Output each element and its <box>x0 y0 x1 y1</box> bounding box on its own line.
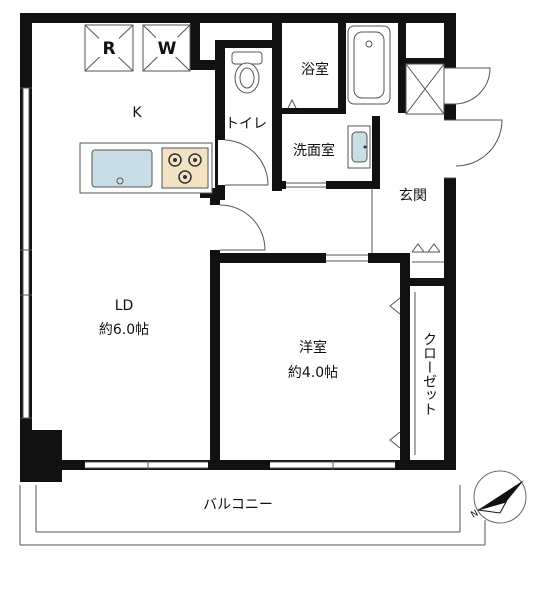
western-room-size: 約4.0帖 <box>288 365 338 381</box>
bath-door-mark <box>287 98 297 109</box>
kitchen-counter <box>79 142 213 194</box>
closet <box>389 292 416 455</box>
refrigerator-label: R <box>102 39 115 59</box>
bathroom-label: 浴室 <box>301 61 329 78</box>
compass-icon: N <box>470 470 527 524</box>
south-windows <box>85 460 395 470</box>
interior-walls <box>190 13 444 470</box>
bathtub-icon <box>347 25 391 105</box>
toilet-icon <box>231 51 263 94</box>
corridor-door <box>210 204 266 251</box>
wash-basin-icon <box>347 125 371 169</box>
washroom-label: 洗面室 <box>293 142 335 159</box>
bedroom-door <box>326 253 368 263</box>
kitchen-label: K <box>132 105 142 121</box>
refrigerator-space: R <box>84 24 134 72</box>
balcony-label: バルコニー <box>203 497 273 513</box>
entrance-label: 玄関 <box>399 187 427 204</box>
entrance-door <box>455 67 503 167</box>
washroom-door <box>286 181 326 189</box>
stove-icon <box>161 147 209 189</box>
washer-space: W <box>142 24 191 72</box>
toilet-label: トイレ <box>225 116 267 132</box>
sink-icon <box>91 149 153 188</box>
washer-label: W <box>158 39 177 59</box>
western-room-label: 洋室 <box>299 339 327 356</box>
living-dining-size: 約6.0帖 <box>99 322 149 338</box>
compass-north-label: N <box>470 509 481 521</box>
west-windows <box>20 87 32 419</box>
living-dining-label: LD <box>115 298 134 314</box>
shoe-cabinet <box>405 63 445 115</box>
toilet-door <box>218 139 269 186</box>
closet-label: クローゼット <box>421 332 437 416</box>
balcony-area <box>19 485 486 546</box>
entrance-closet-doors <box>411 243 444 263</box>
